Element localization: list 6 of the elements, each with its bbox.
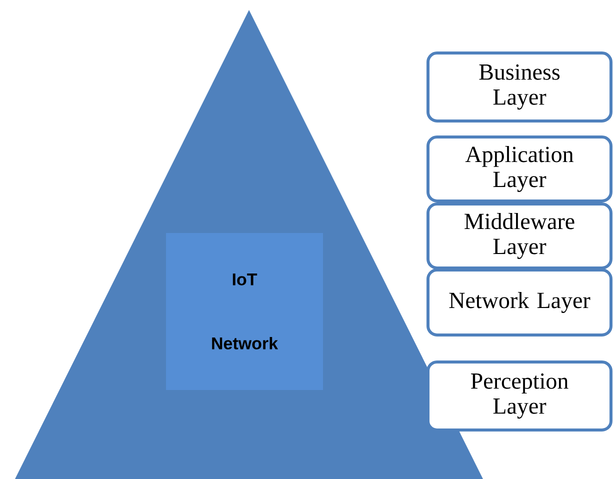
layer-box: Middleware Layer — [426, 202, 612, 270]
inner-box: IoT Network — [166, 233, 323, 390]
layer-box: Application Layer — [426, 136, 612, 202]
layer-box: Network Layer — [426, 268, 612, 336]
layer-box: Business Layer — [426, 52, 612, 122]
layer-box: Perception Layer — [426, 360, 612, 432]
